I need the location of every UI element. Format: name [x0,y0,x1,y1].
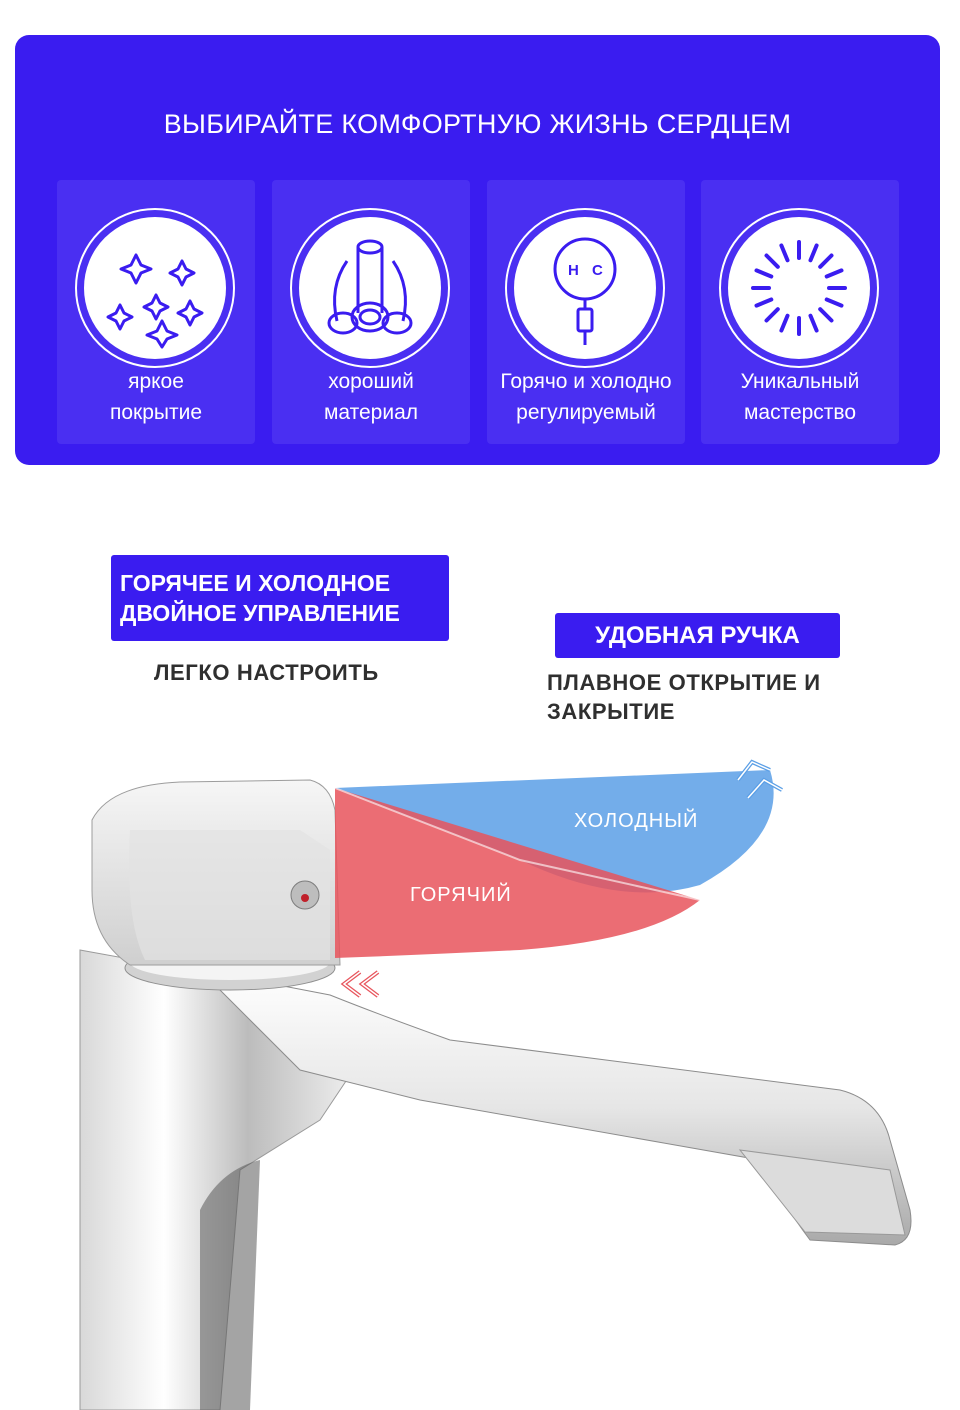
feature-circle [719,208,879,368]
feature-circle [290,208,450,368]
sparkles-icon [106,253,204,349]
pipes-icon [327,239,413,335]
sunburst-ray [779,243,790,263]
feature-label: хороший материал [323,370,419,424]
sunburst-ray [824,268,844,279]
cold-sweep [335,770,774,893]
sunburst-ray [808,313,819,333]
feature-card-material: хороший материал [272,180,470,444]
feature-label: яркое покрытие [109,370,203,424]
cold-label: ХОЛОДНЫЙ [574,810,699,832]
features-banner: ВЫБИРАЙТЕ КОМФОРТНУЮ ЖИЗНЬ СЕРДЦЕМ яркое [15,35,940,465]
dual-control-tag: ГОРЯЧЕЕ И ХОЛОДНОЕ ДВОЙНОЕ УПРАВЛЕНИЕ [111,555,449,641]
sunburst-icon [751,240,847,336]
feature-circle: H C [505,208,665,368]
sunburst-ray [764,307,780,323]
hot-label: ГОРЯЧИЙ [410,884,512,906]
sunburst-ray [818,253,834,269]
sunburst-ray [824,297,844,308]
feature-circle [75,208,235,368]
smooth-open-text: ПЛАВНОЕ ОТКРЫТИЕ И ЗАКРЫТИЕ [547,670,821,724]
sunburst-ray [754,297,774,308]
sunburst-ray [779,313,790,333]
faucet-illustration [79,759,912,1410]
feature-card-coating: яркое покрытие [57,180,255,444]
sunburst-ray [818,307,834,323]
dial-c-label: C [592,262,603,279]
handle-tag: УДОБНАЯ РУЧКА [555,613,840,658]
sunburst-ray [764,253,780,269]
sunburst-ray [754,268,774,279]
dial-h-label: H [568,262,579,279]
banner-title: ВЫБИРАЙТЕ КОМФОРТНУЮ ЖИЗНЬ СЕРДЦЕМ [163,109,792,139]
feature-card-hot-cold: H C Горячо и холодно регулируемый [487,180,685,444]
sunburst-ray [808,243,819,263]
hot-cold-dial-icon: H C [553,237,617,345]
feature-label: Горячо и холодно регулируемый [500,370,672,424]
feature-card-craftsmanship: Уникальный мастерство [701,180,899,444]
feature-label: Уникальный мастерство [740,370,860,424]
easy-adjust-text: ЛЕГКО НАСТРОИТЬ [154,660,379,685]
hot-sweep [335,788,700,958]
